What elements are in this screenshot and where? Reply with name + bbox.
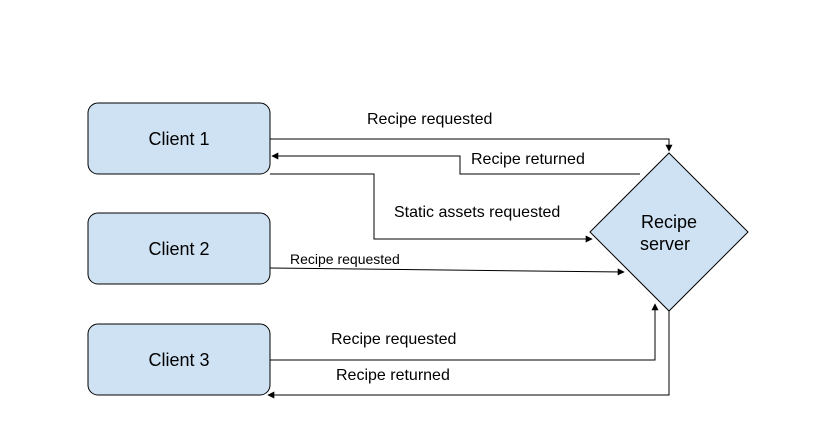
client-3-recipe-return-label: Recipe returned (336, 367, 450, 384)
client-3-recipe-request-label: Recipe requested (331, 331, 456, 348)
recipe-server-label-line1: Recipe (641, 212, 697, 232)
client-1-recipe-return-label: Recipe returned (471, 151, 585, 168)
client-1-static-assets-label: Static assets requested (394, 204, 560, 221)
client-1-recipe-return-arrow (271, 152, 640, 175)
client-1-recipe-request-arrow (270, 138, 673, 152)
client-2-box (87, 212, 271, 285)
client-1-node: Client 1 (87, 102, 271, 175)
client-3-node: Client 3 (87, 323, 271, 396)
client-1-static-assets-arrow (270, 173, 593, 243)
client-2-recipe-request-arrow (269, 267, 625, 276)
client-2-node: Client 2 (87, 212, 271, 285)
recipe-server-label-line2: server (640, 234, 690, 254)
client-3-recipe-return-arrow (267, 311, 670, 399)
recipe-server-diamond (589, 152, 749, 312)
client-1-recipe-request-label: Recipe requested (367, 111, 492, 128)
client-3-label: Client 3 (148, 350, 209, 370)
recipe-server-node: Recipe server (589, 152, 749, 312)
client-2-recipe-request-label: Recipe requested (290, 251, 400, 267)
client-1-label: Client 1 (148, 129, 209, 149)
client-2-label: Client 2 (148, 239, 209, 259)
client-3-recipe-request-arrow (270, 303, 659, 361)
